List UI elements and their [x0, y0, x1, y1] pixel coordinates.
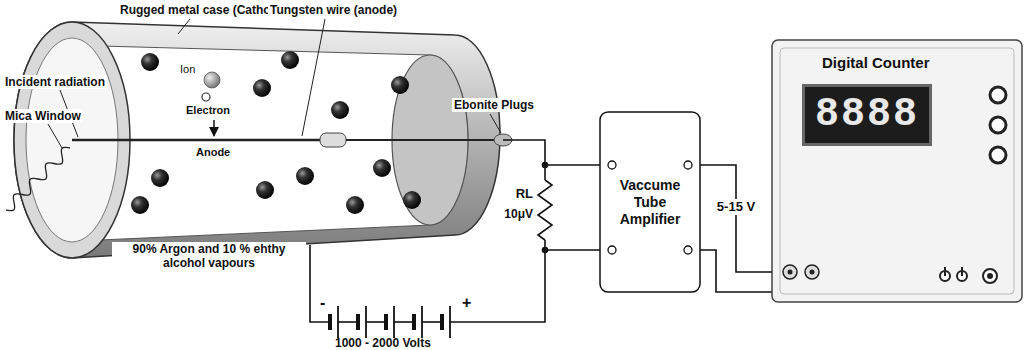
- gas-atom: [141, 53, 159, 71]
- voltage-label: 1000 - 2000 Volts: [335, 336, 431, 350]
- signal-wire: [700, 165, 772, 272]
- counter-title: Digital Counter: [822, 54, 930, 71]
- tungsten-wire: [72, 139, 322, 142]
- plug-label: Ebonite Plugs: [452, 98, 536, 112]
- electron: [202, 93, 210, 101]
- gas-atom: [256, 181, 274, 199]
- radiation-wave: [6, 147, 70, 210]
- amplifier-label: Vaccume Tube Amplifier: [614, 177, 686, 228]
- gas-atom: [391, 76, 409, 94]
- cell-short-plate: [440, 314, 444, 330]
- gm-tube: [6, 19, 512, 258]
- cell-link: [422, 321, 442, 323]
- cell-short-plate: [356, 314, 360, 330]
- gas-atom: [346, 196, 364, 214]
- cathode-wire: [310, 245, 330, 322]
- control-knob: [990, 117, 1006, 133]
- input-socket: [805, 265, 819, 279]
- socket-pin: [810, 270, 815, 275]
- control-knob: [990, 87, 1006, 103]
- anode-wire: [503, 140, 545, 180]
- amplifier-box: [600, 112, 700, 292]
- gas-atom: [403, 191, 421, 209]
- counter-case: [772, 40, 1022, 302]
- ion-label: Ion: [180, 63, 195, 76]
- terminal: [608, 246, 616, 254]
- leader-line: [48, 124, 62, 148]
- minus-sign: -: [320, 294, 325, 312]
- resistor-value: 10μV: [504, 207, 533, 221]
- resistor-name: RL: [516, 186, 533, 201]
- power-switch-dot: [987, 273, 993, 279]
- resistor-symbol: [538, 180, 552, 240]
- gas-label: 90% Argon and 10 % ehthy alcohol vapours: [112, 242, 306, 270]
- window-label: Mica Window: [3, 109, 83, 123]
- power-switch: [983, 269, 997, 283]
- counter-panel: [780, 48, 1014, 294]
- switch-lever: [944, 267, 946, 276]
- cell-short-plate: [328, 314, 332, 330]
- counter-display: 8888: [802, 84, 932, 146]
- junction-dot: [543, 248, 548, 253]
- anode-lead: [346, 139, 503, 141]
- cell-short-plate: [412, 314, 416, 330]
- case-label: Rugged metal case (Cathode): [118, 3, 291, 17]
- gas-atom: [253, 79, 271, 97]
- leader-line: [302, 19, 325, 136]
- gas-atom: [296, 167, 314, 185]
- ion: [204, 72, 220, 88]
- socket-pin: [788, 270, 793, 275]
- gas-atom: [281, 51, 299, 69]
- leader-line: [178, 19, 190, 34]
- cell-link: [366, 321, 386, 323]
- switch-lever: [961, 267, 963, 276]
- input-socket: [783, 265, 797, 279]
- amp-input-wire: [545, 164, 608, 166]
- gas-atom: [131, 196, 149, 214]
- cell-short-plate: [384, 314, 388, 330]
- battery-wire: [450, 240, 545, 322]
- voltage-label: 5-15 V: [715, 199, 757, 215]
- cell-link: [338, 321, 358, 323]
- anode-holder: [320, 133, 346, 147]
- junction-dot: [543, 163, 548, 168]
- electron-arrow: [213, 120, 215, 136]
- terminal: [684, 161, 692, 169]
- anode-part-label: Anode: [196, 146, 230, 159]
- electron-label: Electron: [186, 104, 230, 117]
- control-knob: [990, 147, 1006, 163]
- gas-atom: [151, 169, 169, 187]
- digital-counter: Digital Counter 8888: [772, 40, 1022, 302]
- cell-link: [394, 321, 414, 323]
- gas-atom: [373, 159, 391, 177]
- terminal: [608, 161, 616, 169]
- circuit: [310, 140, 812, 338]
- gas-atom: [331, 101, 349, 119]
- terminal: [684, 246, 692, 254]
- anode-label: Tungsten wire (anode): [268, 3, 399, 17]
- plus-sign: +: [462, 294, 471, 312]
- amp-input-wire: [545, 249, 608, 251]
- amplifier-box: Vaccume Tube Amplifier: [600, 112, 700, 292]
- radiation-label: Incident radiation: [3, 75, 107, 89]
- leader-line: [490, 114, 501, 133]
